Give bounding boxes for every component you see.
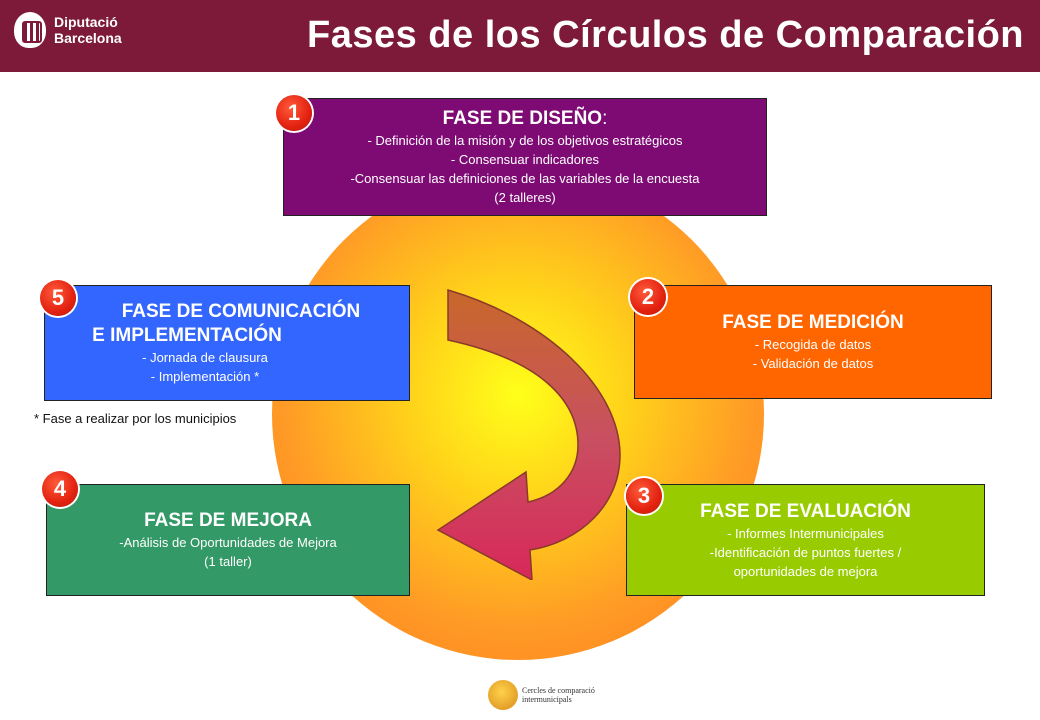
phase-number-badge: 4 — [42, 471, 78, 507]
phase-improvement-box: FASE DE MEJORA -Análisis de Oportunidade… — [46, 484, 410, 596]
phase-evaluation-line: oportunidades de mejora — [733, 563, 878, 579]
phase-communication-title: E IMPLEMENTACIÓN — [92, 325, 282, 346]
phase-number-badge: 3 — [626, 478, 662, 514]
cycle-arrow-icon — [436, 288, 621, 580]
phase-communication-line: - Jornada de clausura — [142, 350, 268, 365]
phase-evaluation-line: -Identificación de puntos fuertes / — [709, 544, 902, 560]
phase-improvement-title: FASE DE MEJORA — [144, 510, 312, 531]
phase-communication-title: FASE DE COMUNICACIÓN — [121, 301, 361, 322]
header-bar: Diputació Barcelona Fases de los Círculo… — [0, 0, 1040, 72]
footer-logo-line1: Cercles de comparació — [522, 686, 595, 695]
phase-measure-title: FASE DE MEDICIÓN — [722, 312, 904, 333]
phase-design-line: - Definición de la misión y de los objet… — [367, 133, 683, 148]
phase-design-line: (2 talleres) — [494, 190, 556, 205]
seal-icon — [14, 12, 46, 48]
footnote: * Fase a realizar por los municipios — [34, 411, 237, 426]
phase-measure-line: - Validación de datos — [752, 356, 874, 371]
logo-text: Diputació Barcelona — [54, 14, 122, 46]
logo-line1: Diputació — [54, 14, 118, 30]
phase-improvement-line: (1 taller) — [204, 554, 252, 569]
phase-number-badge: 5 — [40, 280, 76, 316]
phase-design-title: FASE DE DISEÑO: — [442, 108, 608, 129]
phase-design-line: -Consensuar las definiciones de las vari… — [350, 171, 700, 186]
phase-number-badge: 1 — [276, 95, 312, 131]
footer-logo-line2: intermunicipals — [522, 695, 572, 704]
phase-number-badge: 2 — [630, 279, 666, 315]
phase-evaluation-box: FASE DE EVALUACIÓN - Informes Intermunic… — [626, 484, 985, 596]
cercles-logo-icon — [488, 680, 518, 710]
phase-evaluation-title: FASE DE EVALUACIÓN — [700, 500, 911, 522]
phase-measure-box: FASE DE MEDICIÓN - Recogida de datos - V… — [634, 285, 992, 399]
footer-logo-text: Cercles de comparació intermunicipals — [522, 686, 595, 704]
phase-design-box: FASE DE DISEÑO: - Definición de la misió… — [283, 98, 767, 216]
phase-measure-line: - Recogida de datos — [754, 337, 872, 352]
phase-design-line: - Consensuar indicadores — [450, 152, 600, 167]
phase-improvement-line: -Análisis de Oportunidades de Mejora — [119, 535, 337, 550]
phase-evaluation-line: - Informes Intermunicipales — [727, 525, 884, 541]
diputacio-logo: Diputació Barcelona — [14, 12, 122, 48]
page-title: Fases de los Círculos de Comparación — [307, 14, 1024, 56]
phase-communication-line: - Implementación * — [150, 369, 260, 384]
phase-communication-box: FASE DE COMUNICACIÓN E IMPLEMENTACIÓN - … — [44, 285, 410, 401]
logo-line2: Barcelona — [54, 30, 122, 46]
footer-logo: Cercles de comparació intermunicipals — [488, 680, 595, 710]
